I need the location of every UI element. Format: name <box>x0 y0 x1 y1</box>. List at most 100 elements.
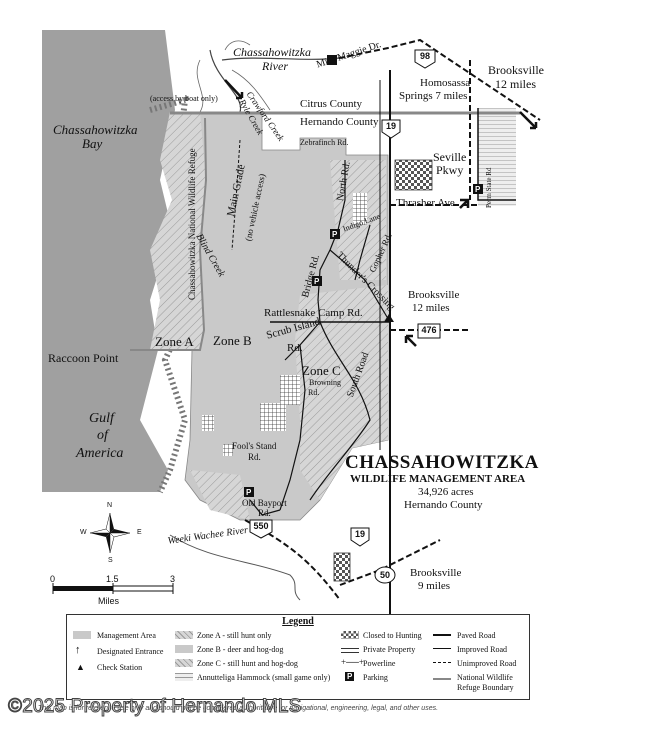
main-grade <box>231 139 241 251</box>
sr550-road <box>244 519 341 601</box>
scale-tick-0: 0 <box>50 574 56 584</box>
parking-markers <box>244 55 483 497</box>
us98-road <box>329 38 541 121</box>
shield-50 <box>374 566 396 584</box>
svg-text:P: P <box>314 277 320 286</box>
label-gulf: Gulf <box>89 411 114 426</box>
legend-item: Unimproved Road <box>457 659 517 668</box>
label-raccoon: Raccoon Point <box>48 351 119 365</box>
closed-hunting-2 <box>333 552 351 582</box>
legend-item: Closed to Hunting <box>363 631 422 640</box>
annutteliga-hammock <box>478 108 516 206</box>
closed-hunting-1 <box>394 159 433 191</box>
map-county: Hernando County <box>404 499 483 511</box>
svg-text:P: P <box>246 488 252 497</box>
legend-item: Check Station <box>97 663 143 672</box>
legend-item: Management Area <box>97 631 156 640</box>
entrance-arrow-3 <box>459 198 470 209</box>
scale-bar <box>52 583 174 594</box>
zone-c-area <box>295 285 388 500</box>
legend-item: Annutteliga Hammock (small game only) <box>197 673 331 682</box>
label-homosassa: Homosassa <box>420 77 471 89</box>
label-zone-a: Zone A <box>155 334 194 349</box>
label-brooksville-mid-2: 12 miles <box>412 302 450 314</box>
private-5 <box>223 444 233 456</box>
legend-item: National Wildlife <box>457 673 513 682</box>
browning-rd <box>279 344 306 511</box>
shield-98 <box>414 49 436 69</box>
legend-item: Zone C - still hunt and hog-dog <box>197 659 298 668</box>
legend-title: Legend <box>282 616 314 627</box>
label-homosassa-2: Springs 7 miles <box>399 90 468 102</box>
label-bay-2: Bay <box>82 136 103 151</box>
label-boat-note: (access by boat only) <box>150 94 218 103</box>
private-3 <box>260 403 286 431</box>
zone-c-south <box>190 470 250 520</box>
refuge-boundary <box>130 117 208 351</box>
label-seville: Seville <box>433 150 467 164</box>
parking-letters: P P P P <box>246 185 481 497</box>
label-refuge: Chassahowitzka National Wildlife Refuge <box>187 148 197 300</box>
label-citrus-county: Citrus County <box>300 98 363 110</box>
scale-tick-1: 1.5 <box>106 574 119 584</box>
river-branches <box>196 40 271 113</box>
shield-19-top <box>381 119 401 139</box>
label-fools-stand: Fool's Stand <box>232 441 277 451</box>
legend-item: Designated Entrance <box>97 647 164 656</box>
label-river-2: River <box>262 59 288 73</box>
svg-text:P: P <box>332 230 338 239</box>
entrance-arrow-2 <box>519 111 538 130</box>
entrance-arrow-1 <box>224 79 244 100</box>
label-brooksville-mid: Brooksville <box>408 289 460 301</box>
label-brooksville-bot: Brooksville <box>410 567 462 579</box>
private-2 <box>280 375 300 405</box>
legend-item: Zone A - still hunt only <box>197 631 272 640</box>
thunder-crossing <box>329 249 391 323</box>
label-hernando-county: Hernando County <box>300 116 379 128</box>
legend-swatch-private <box>341 645 359 653</box>
route-19-top: 19 <box>385 121 396 131</box>
old-bayport-rd <box>249 499 281 516</box>
sr50-road <box>339 539 441 586</box>
triangle-icon: ▲ <box>76 662 85 672</box>
legend-swatch-refuge <box>433 678 451 680</box>
route-476: 476 <box>421 325 437 335</box>
label-river: Chassahowitzka <box>233 45 312 59</box>
label-zebrafinch: Zebrafinch Rd. <box>300 138 349 147</box>
label-rattlesnake: Rattlesnake Camp Rd. <box>264 307 363 319</box>
weeki-wachee-river <box>169 534 301 601</box>
legend-item: Parking <box>363 673 388 682</box>
label-thrasher: Thrasher Ave. <box>396 197 458 209</box>
perm-state-road <box>477 108 516 201</box>
legend-swatch-improved <box>433 648 451 649</box>
up-arrow-icon: ↑ <box>75 644 81 656</box>
label-browning-2: Rd. <box>308 388 320 397</box>
scale-unit: Miles <box>98 596 120 606</box>
scale-tick-2: 3 <box>170 574 176 584</box>
route-550: 550 <box>253 521 269 531</box>
label-seville-2: Pkwy <box>436 163 464 177</box>
label-zone-c: Zone C <box>302 363 341 378</box>
label-zone-b: Zone B <box>213 333 252 348</box>
legend-swatch-annutteliga <box>175 673 193 681</box>
south-road <box>309 321 371 501</box>
label-gulf-2: of <box>97 428 108 443</box>
compass-s: S <box>108 557 113 564</box>
legend-swatch-closed <box>341 631 359 639</box>
legend-swatch-zone-b <box>175 645 193 653</box>
legend: Legend Management Area ↑ Designated Entr… <box>66 614 530 700</box>
label-brooksville-top: Brooksville <box>488 63 544 77</box>
parking-icon: P <box>345 672 355 681</box>
legend-item: Zone B - deer and hog-dog <box>197 645 284 654</box>
shield-19-bot <box>350 527 370 547</box>
entrance-arrow-4 <box>404 334 417 347</box>
label-scrub-island-2: Rd. <box>287 342 303 354</box>
route-50: 50 <box>379 570 390 580</box>
svg-text:P: P <box>475 185 481 194</box>
private-1 <box>353 193 367 225</box>
gopher-rd <box>354 224 371 281</box>
label-old-bayport: Old Bayport <box>242 498 287 508</box>
legend-swatch-paved <box>433 634 451 636</box>
legend-item: Powerline <box>363 659 396 668</box>
